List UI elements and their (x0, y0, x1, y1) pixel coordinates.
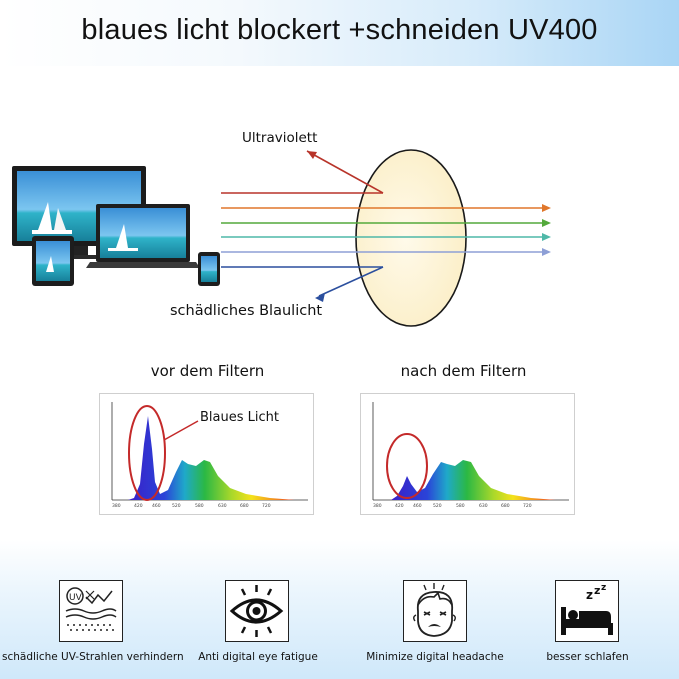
eye-icon (229, 585, 284, 637)
feature-label-headache: Minimize digital headache (366, 651, 504, 663)
svg-text:420: 420 (134, 503, 143, 509)
header-banner: blaues licht blockert +schneiden UV400 (0, 0, 679, 66)
svg-text:720: 720 (523, 503, 532, 509)
sleep-bed-icon: z z z (561, 583, 613, 635)
uv-label: Ultraviolett (242, 130, 318, 146)
svg-text:z: z (586, 588, 593, 602)
phone-icon (198, 252, 220, 286)
svg-text:460: 460 (413, 503, 422, 509)
svg-text:720: 720 (262, 503, 271, 509)
tablet-icon (32, 236, 74, 286)
svg-text:630: 630 (479, 503, 488, 509)
page-title: blaues licht blockert +schneiden UV400 (81, 14, 598, 46)
feature-label-uv: schädliche UV-Strahlen verhindern (2, 651, 184, 663)
svg-text:460: 460 (152, 503, 161, 509)
svg-text:630: 630 (218, 503, 227, 509)
before-filter-title: vor dem Filtern (150, 362, 265, 380)
headache-icon-box (403, 580, 467, 642)
uv-shield-icon: UV (65, 587, 117, 631)
feature-label-eye: Anti digital eye fatigue (198, 651, 318, 663)
svg-text:580: 580 (195, 503, 204, 509)
devices-illustration (12, 166, 220, 286)
svg-text:380: 380 (112, 503, 121, 509)
svg-text:UV: UV (69, 593, 83, 603)
feature-label-sleep: besser schlafen (546, 651, 629, 663)
spectrum-chart-after: 380 420 460 520 580 630 680 720 (360, 393, 575, 515)
svg-text:520: 520 (172, 503, 181, 509)
sleep-icon-box: z z z (555, 580, 619, 642)
headache-face-icon (413, 583, 456, 637)
spectrum-chart-before: 380 420 460 520 580 630 680 720 Blaues Licht (99, 393, 314, 515)
svg-text:z: z (594, 584, 600, 597)
svg-text:420: 420 (395, 503, 404, 509)
svg-text:580: 580 (456, 503, 465, 509)
eye-icon-box (225, 580, 289, 642)
lens (355, 149, 467, 327)
light-ray-diagram (221, 149, 551, 327)
blue-light-label: schädliches Blaulicht (170, 303, 323, 319)
svg-text:z: z (601, 583, 606, 593)
svg-text:520: 520 (433, 503, 442, 509)
laptop-icon (86, 204, 200, 268)
svg-text:680: 680 (501, 503, 510, 509)
svg-text:380: 380 (373, 503, 382, 509)
after-filter-title: nach dem Filtern (400, 362, 527, 380)
svg-text:680: 680 (240, 503, 249, 509)
uv-shield-icon-box: UV (59, 580, 123, 642)
blue-light-chart-label: Blaues Licht (200, 410, 279, 425)
